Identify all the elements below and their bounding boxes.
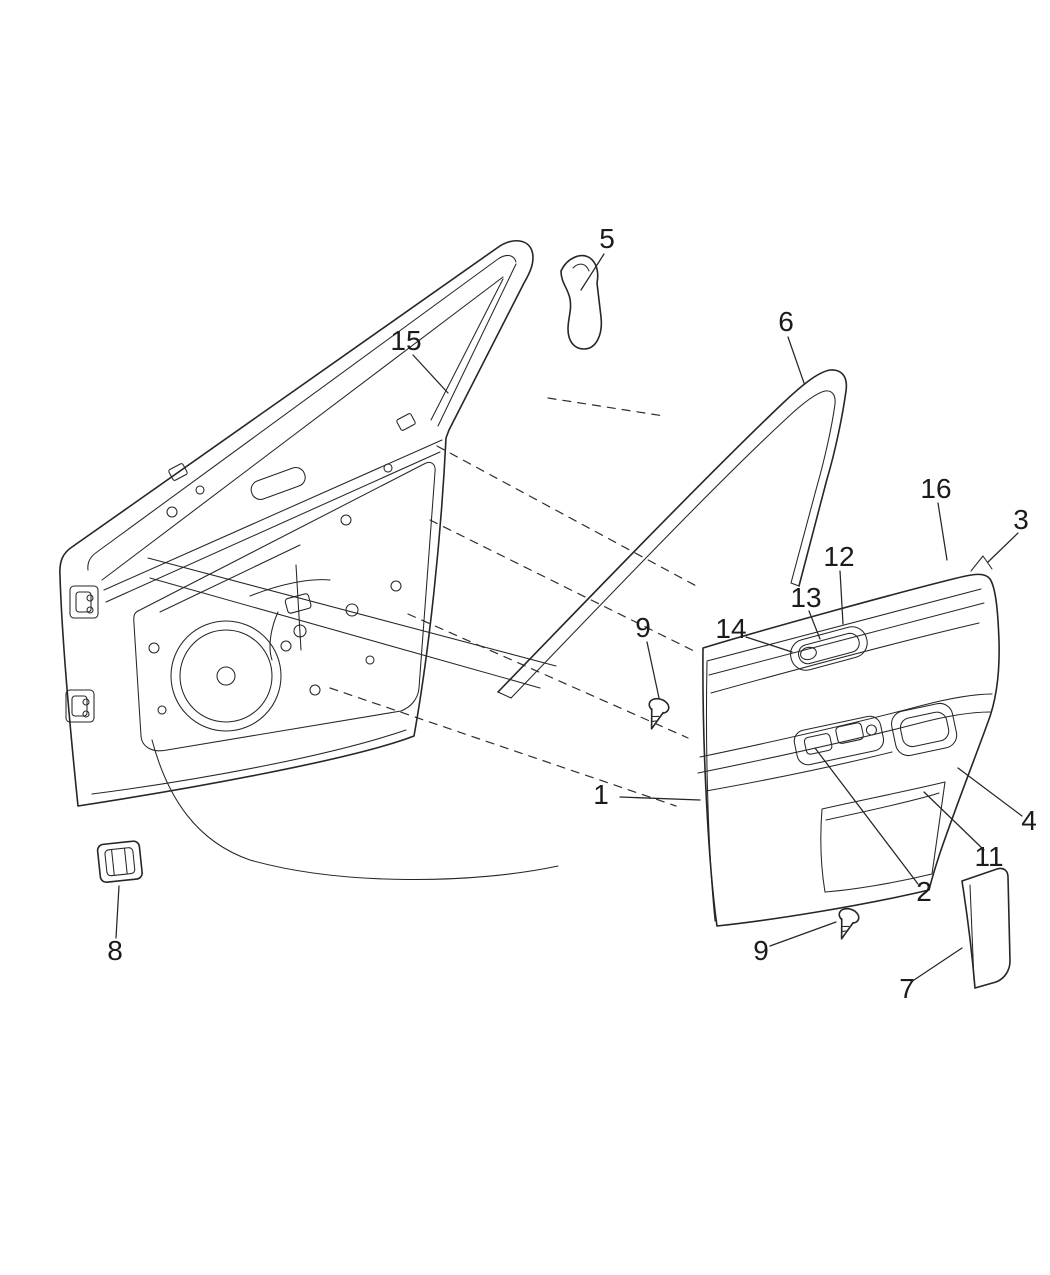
callout-8: 8	[107, 935, 123, 966]
screw-fastener-lower	[838, 907, 860, 940]
screw-fastener-upper	[648, 697, 670, 730]
callout-1: 1	[593, 779, 609, 810]
projection-dashed-lines	[329, 397, 701, 807]
callout-15: 15	[390, 325, 422, 356]
door-pull-cup	[890, 702, 958, 757]
callout-leader-lines	[115, 253, 1023, 983]
retainer-clip	[96, 840, 143, 883]
callout-9-upper: 9	[635, 612, 651, 643]
upper-door-hinge	[69, 585, 99, 619]
door-trim-panel	[697, 555, 1000, 927]
callout-6: 6	[778, 306, 794, 337]
callout-11: 11	[974, 841, 1004, 872]
door-grab-handle-bezel	[790, 626, 868, 671]
callout-9-lower: 9	[753, 935, 769, 966]
callout-2: 2	[916, 876, 932, 907]
window-frame-bracket	[560, 254, 603, 350]
callout-12: 12	[823, 541, 855, 572]
window-run-channel	[497, 369, 848, 699]
callout-14: 14	[715, 613, 747, 644]
end-cap-trim-strip	[961, 867, 1011, 989]
callout-3: 3	[1013, 504, 1029, 535]
lower-door-hinge	[65, 689, 95, 723]
callout-16: 16	[920, 473, 952, 504]
window-switch-bezel	[793, 715, 885, 766]
callout-13: 13	[790, 582, 822, 613]
front-door-inner-frame	[59, 240, 559, 881]
callout-5: 5	[599, 223, 615, 254]
callout-4: 4	[1021, 805, 1037, 836]
callout-7: 7	[899, 973, 915, 1004]
